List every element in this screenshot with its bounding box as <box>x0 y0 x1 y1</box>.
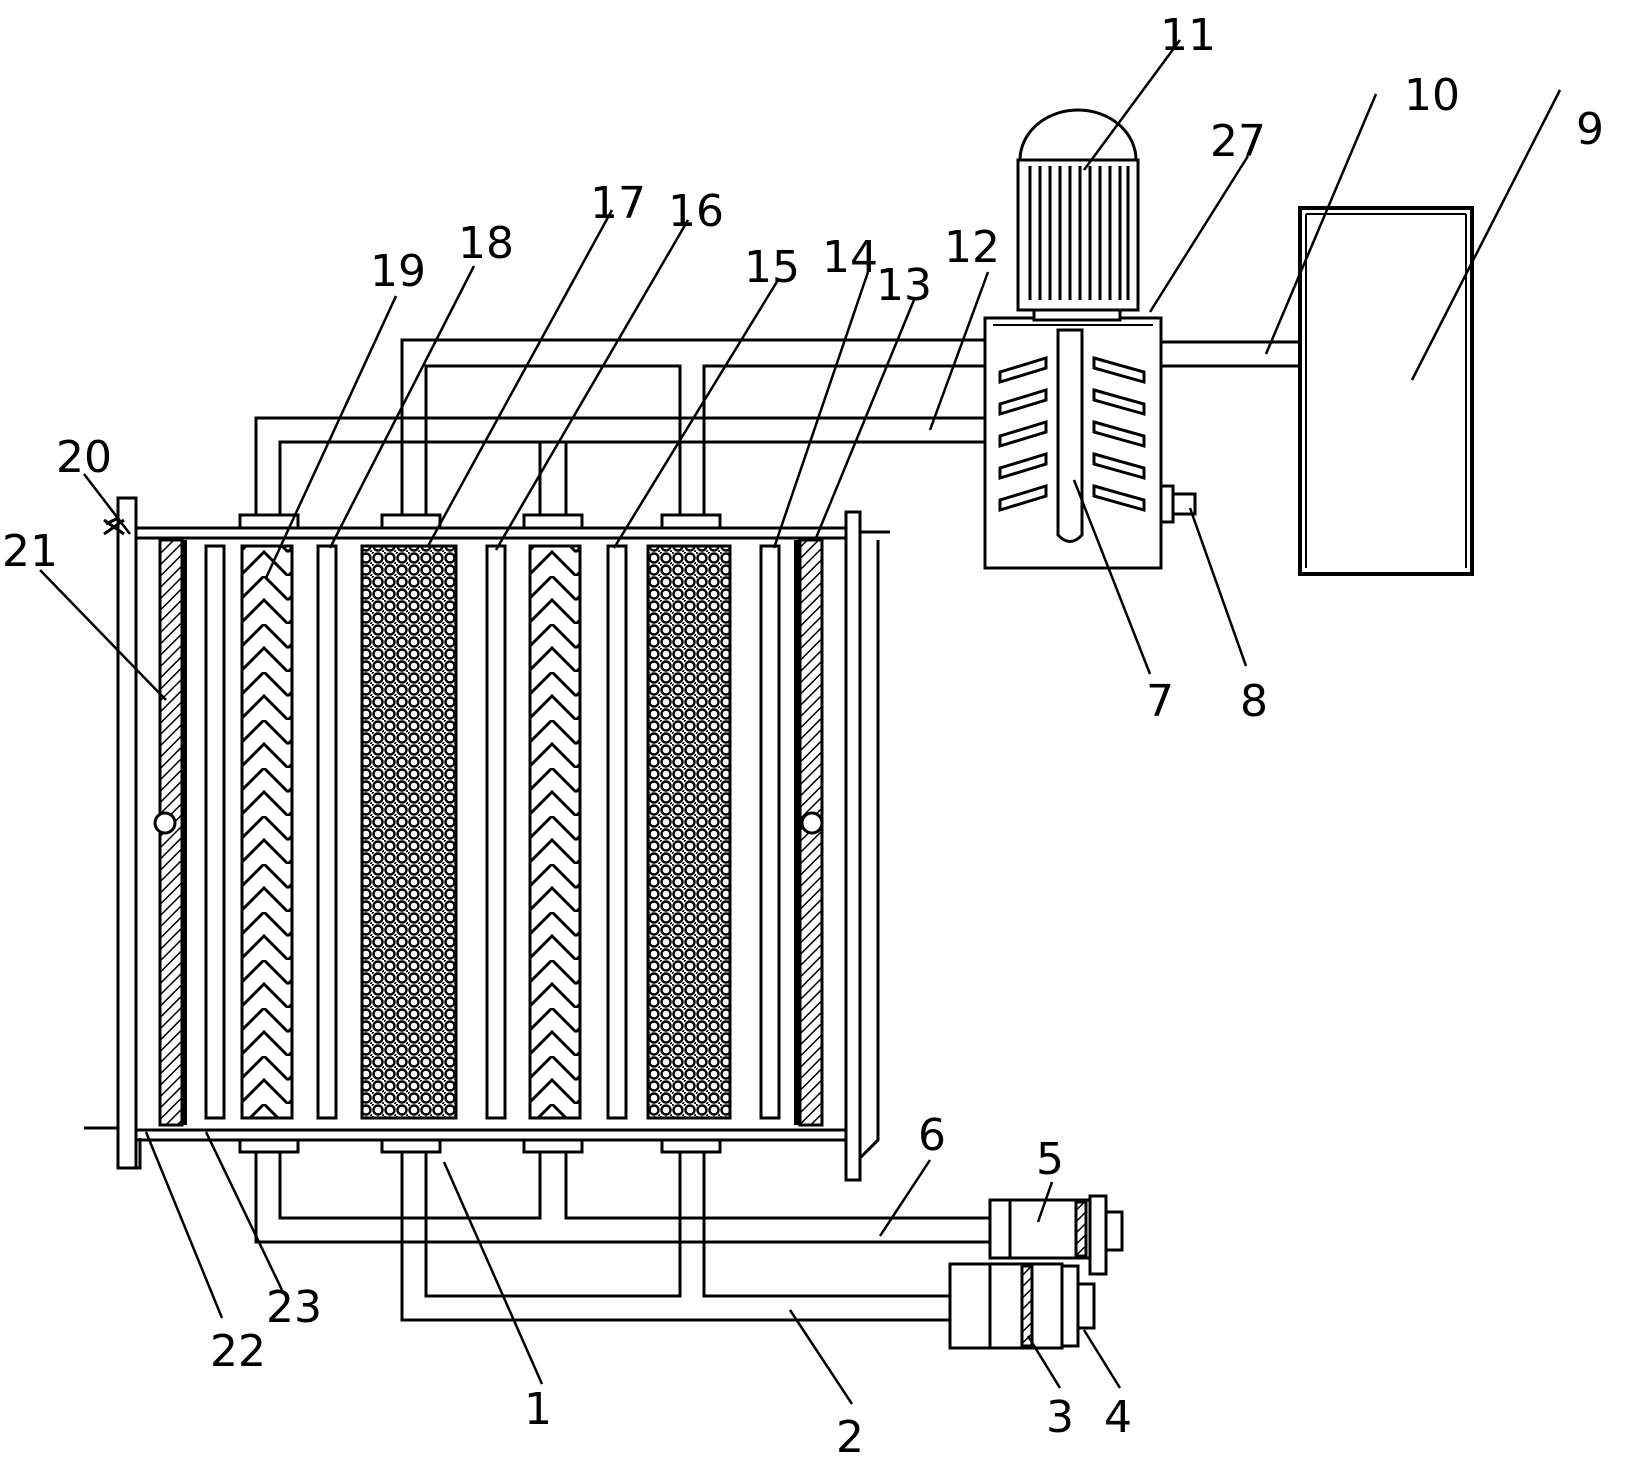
filter-media-17 <box>360 544 458 1120</box>
top-piping <box>254 338 985 515</box>
label-11: 11 <box>1160 10 1216 61</box>
top-nozzle <box>522 513 584 530</box>
bottom-nozzle <box>238 1138 300 1154</box>
label-19: 19 <box>370 246 426 297</box>
labels: 11 27 10 9 12 13 14 15 16 17 18 19 20 21… <box>2 10 1604 1463</box>
label-7: 7 <box>1146 676 1174 727</box>
plate-14 <box>759 544 781 1120</box>
label-8: 8 <box>1240 676 1268 727</box>
left-blades <box>998 355 1048 513</box>
label-22: 22 <box>210 1326 266 1377</box>
drain-valve <box>1159 484 1175 524</box>
right-blades <box>1092 356 1146 512</box>
label-21: 21 <box>2 526 58 577</box>
left-hinge <box>153 811 177 835</box>
label-5: 5 <box>1036 1134 1064 1185</box>
right-end-bracket <box>858 530 890 1160</box>
top-nozzle <box>238 513 300 530</box>
label-10: 10 <box>1404 70 1460 121</box>
label-1: 1 <box>524 1384 552 1435</box>
label-20: 20 <box>56 432 112 483</box>
pump-3 <box>948 1262 1096 1350</box>
pump-5 <box>988 1194 1124 1276</box>
mixing-tank <box>983 316 1197 570</box>
storage-tank <box>1298 206 1474 576</box>
bottom-nozzle <box>660 1138 722 1154</box>
filter-media-14 <box>646 544 732 1120</box>
label-13: 13 <box>876 260 932 311</box>
top-nozzle <box>380 513 442 530</box>
top-nozzle <box>660 513 722 530</box>
label-12: 12 <box>944 222 1000 273</box>
bottom-piping <box>254 1152 990 1322</box>
label-3: 3 <box>1046 1392 1074 1443</box>
left-end-plate <box>116 496 138 1170</box>
motor <box>1016 108 1140 322</box>
label-18: 18 <box>458 218 514 269</box>
label-23: 23 <box>266 1282 322 1333</box>
bottom-nozzle <box>522 1138 584 1154</box>
plate-16 <box>485 544 507 1120</box>
label-15: 15 <box>744 242 800 293</box>
plate-15 <box>606 544 628 1120</box>
filter-media-16 <box>528 544 582 1120</box>
label-4: 4 <box>1104 1392 1132 1443</box>
label-6: 6 <box>918 1110 946 1161</box>
leader-lines <box>39 39 1562 1405</box>
label-27: 27 <box>1210 116 1266 167</box>
label-2: 2 <box>836 1412 864 1463</box>
label-9: 9 <box>1576 104 1604 155</box>
bottom-nozzle <box>380 1138 442 1154</box>
stirring-shaft <box>1056 328 1084 543</box>
plate-23 <box>204 544 226 1120</box>
pipe-10 <box>1161 340 1300 368</box>
label-17: 17 <box>590 178 646 229</box>
label-14: 14 <box>822 232 878 283</box>
filter-tank <box>84 496 890 1182</box>
right-hinge <box>800 811 824 835</box>
left-foot <box>84 1126 142 1170</box>
filter-media-19 <box>240 544 294 1120</box>
right-end-plate <box>844 510 862 1182</box>
plate-18 <box>316 544 338 1120</box>
label-16: 16 <box>668 186 724 237</box>
